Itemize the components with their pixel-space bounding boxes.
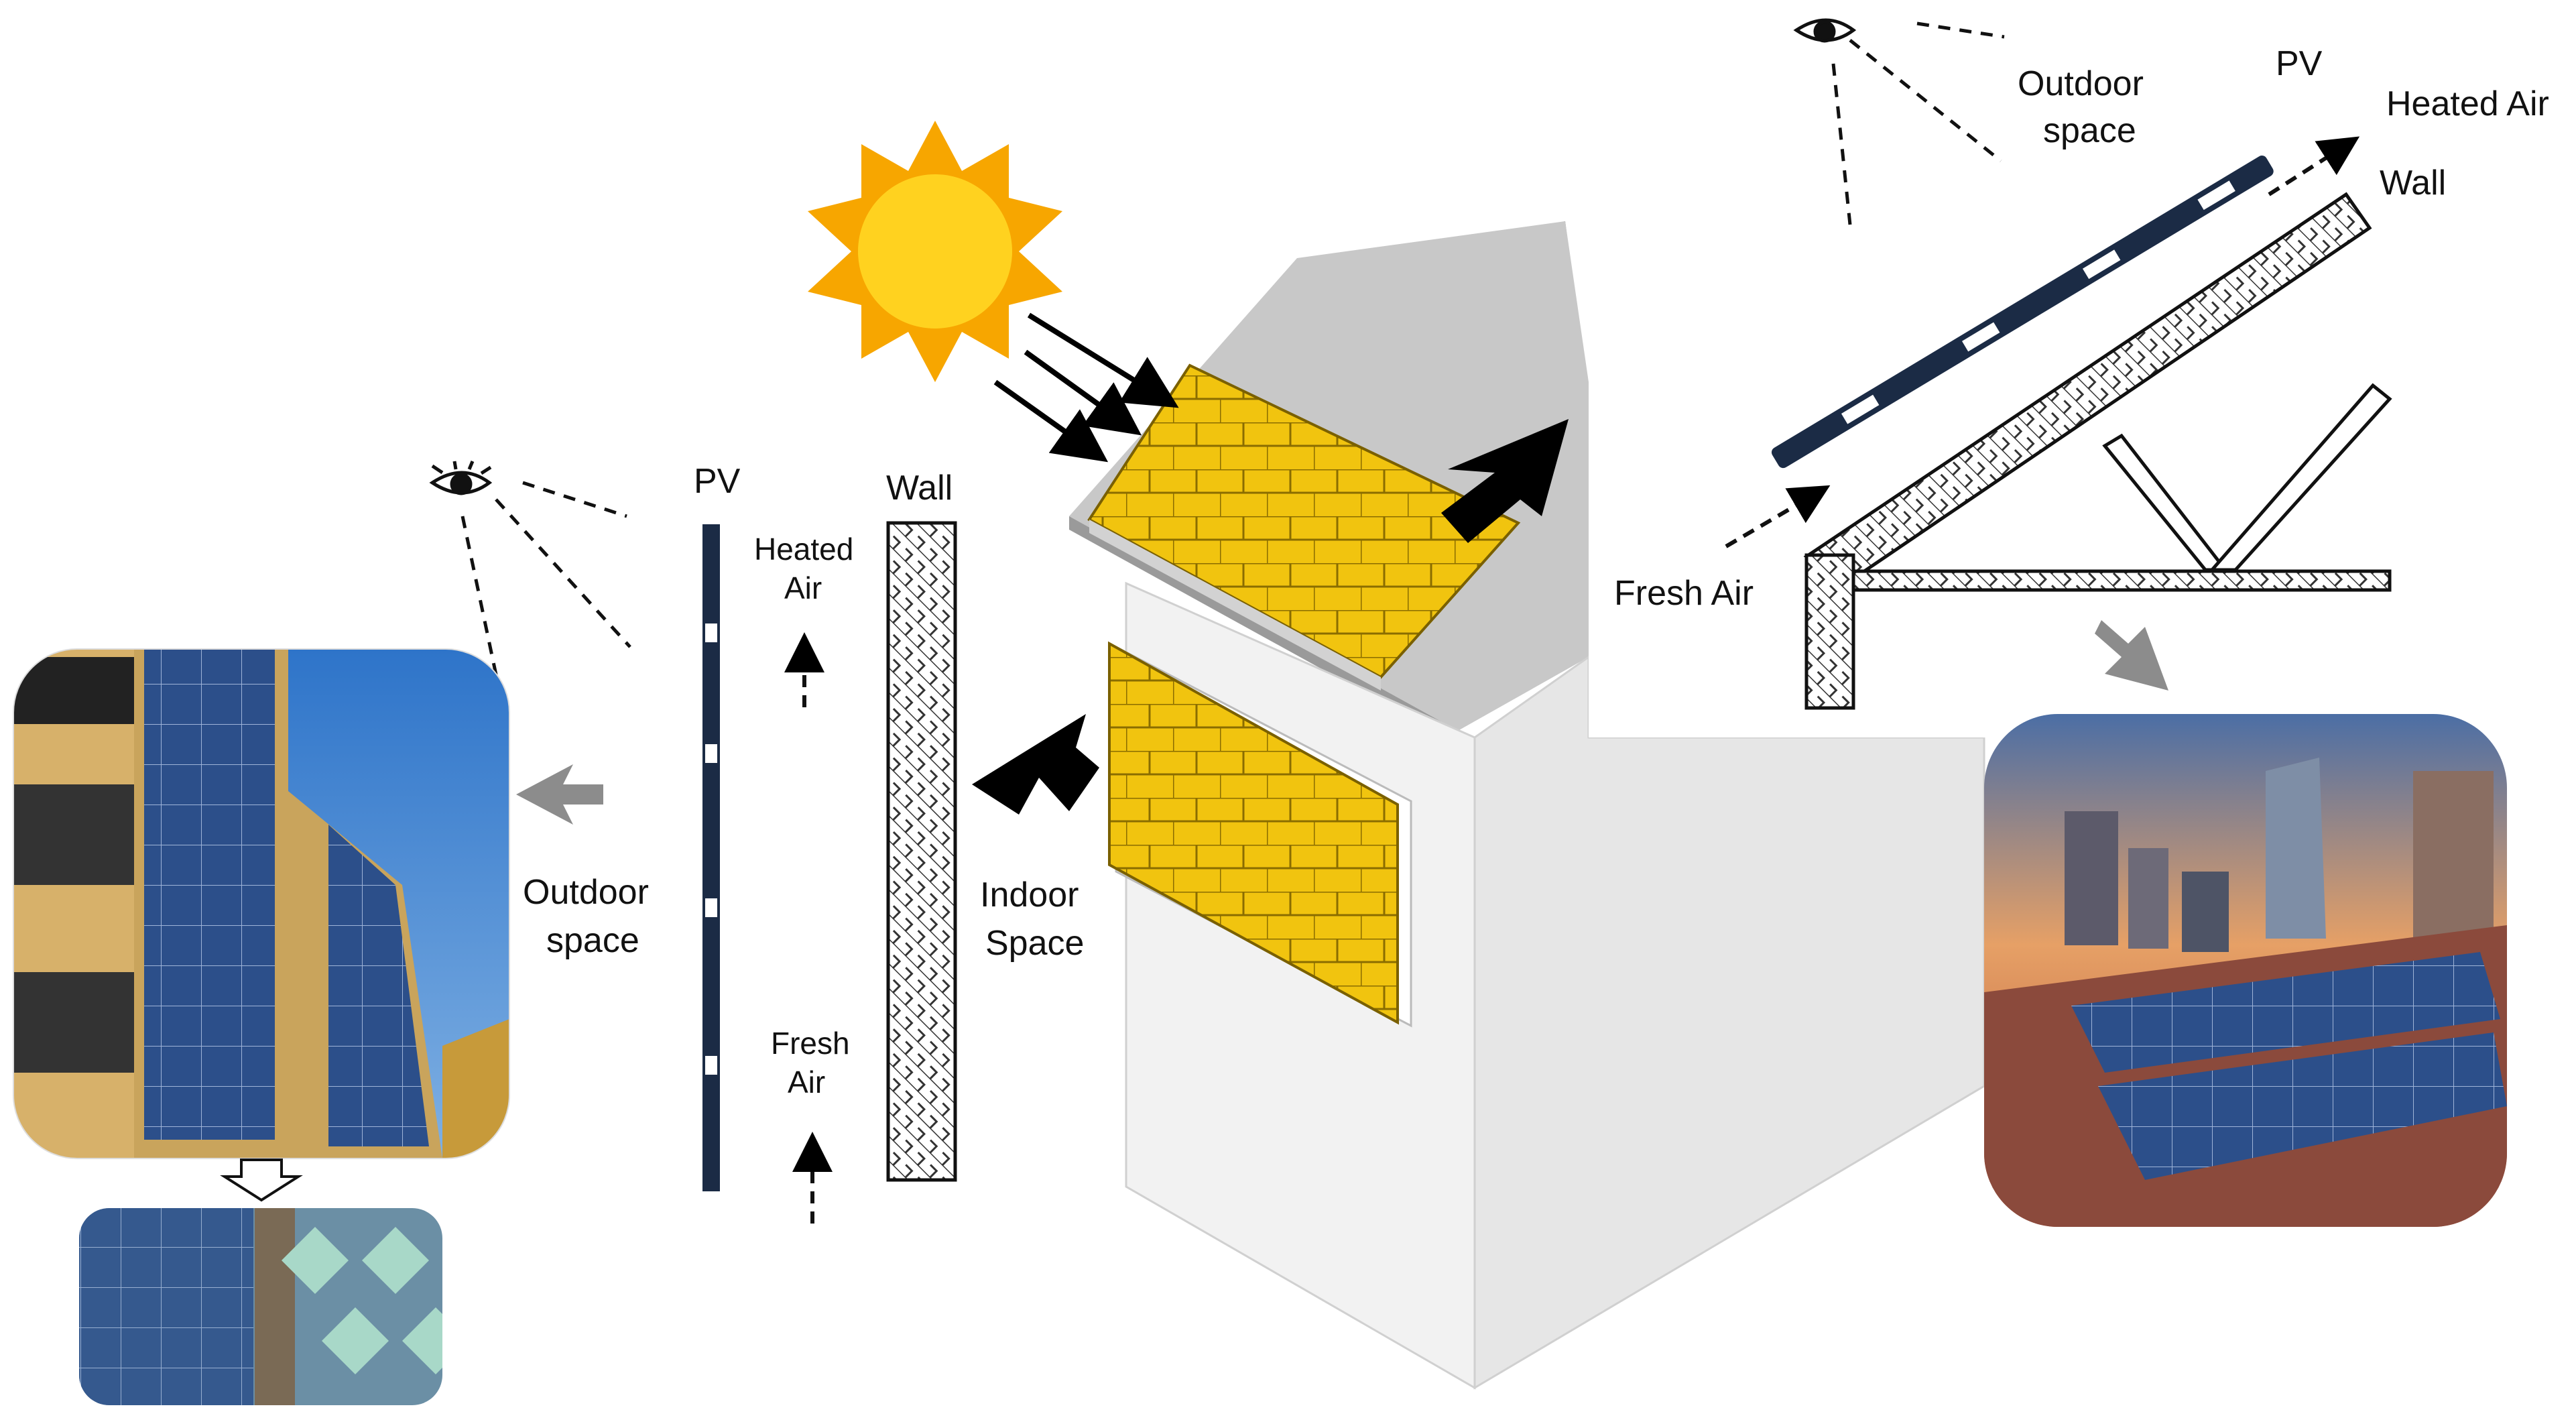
eye-icon-left (429, 461, 493, 495)
gray-arrow-right (2095, 620, 2168, 691)
left-outdoor-space-1: Outdoor (523, 873, 649, 912)
rooftop-pv-city-photo (1984, 714, 2507, 1227)
right-heated-arrow (2268, 136, 2360, 196)
right-pv-panel (1771, 156, 2274, 469)
arrow-roof-out (1441, 419, 1569, 543)
right-outdoor-space-1: Outdoor (2018, 64, 2144, 103)
sight-lines-right (1831, 21, 2005, 225)
wall-pv-module (1108, 641, 1412, 1028)
left-heated-air-1: Heated (754, 532, 853, 567)
indoor-space-1: Indoor (980, 876, 1079, 914)
left-pv-strip (702, 524, 720, 1191)
left-heated-air-2: Air (784, 571, 822, 605)
right-outdoor-space-2: space (2043, 111, 2136, 150)
bipv-facade-photo (13, 649, 509, 1158)
right-fresh-air-label: Fresh Air (1614, 574, 1754, 613)
sight-lines-left (461, 481, 631, 691)
right-pv-label: PV (2276, 44, 2323, 83)
sun-rays (993, 312, 1179, 463)
left-wall-label: Wall (886, 469, 953, 508)
left-pv-label: PV (694, 462, 741, 501)
right-floor-slab (1848, 569, 2392, 592)
roof-pv-module (1087, 363, 1521, 691)
white-down-arrow (220, 1158, 303, 1202)
sun-icon (808, 121, 1062, 382)
gray-arrow-left (516, 764, 603, 825)
right-wall-label: Wall (2380, 164, 2446, 202)
indoor-space-2: Space (985, 924, 1084, 963)
eye-icon-right (1793, 18, 1857, 43)
bipv-glass-detail-photo (79, 1208, 442, 1405)
arrow-wall-out (972, 714, 1099, 815)
house (1069, 215, 1991, 1390)
right-parapet (1804, 553, 1855, 710)
left-fresh-air-2: Air (788, 1065, 825, 1099)
right-supports (2102, 383, 2392, 572)
left-fresh-air-1: Fresh (771, 1026, 850, 1061)
left-outdoor-space-2: space (546, 921, 639, 960)
left-wall (886, 521, 957, 1182)
right-heated-air-label: Heated Air (2386, 84, 2549, 123)
